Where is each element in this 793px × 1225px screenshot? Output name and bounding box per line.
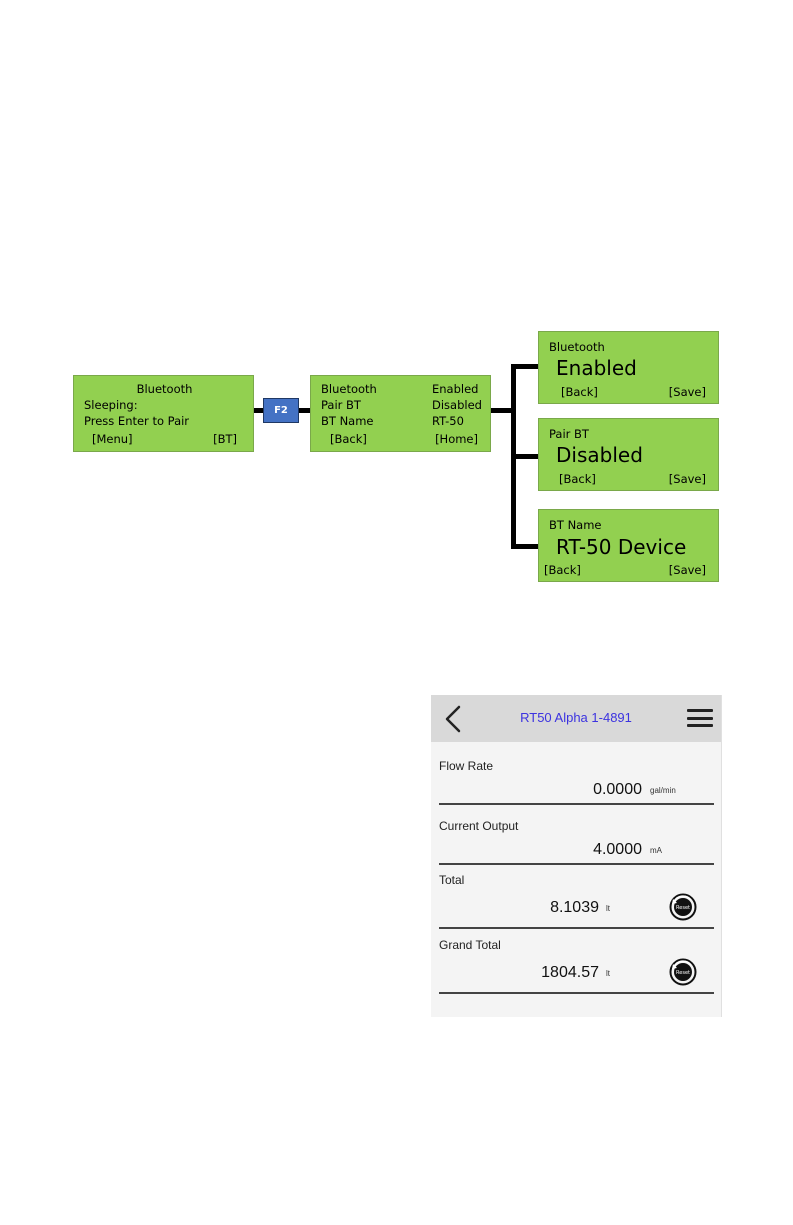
app-title: RT50 Alpha 1-4891 xyxy=(520,710,632,725)
lcd-setting-value: Disabled xyxy=(556,443,643,467)
menu-row-label: BT Name xyxy=(321,414,374,428)
hamburger-menu-icon[interactable] xyxy=(687,709,713,729)
field-underline xyxy=(439,927,714,929)
lcd-left-key: [Menu] xyxy=(92,432,133,446)
lcd-left-key: [Back] xyxy=(559,472,596,486)
field-flow-rate: Flow Rate 0.0000 gal/min xyxy=(439,757,714,807)
field-value: 4.0000 xyxy=(593,841,642,858)
lcd-right-key: [Save] xyxy=(668,563,706,577)
lcd-right-key: [Save] xyxy=(668,472,706,486)
lcd-screen-bt-name-setting: BT Name RT-50 Device [Back] [Save] xyxy=(538,509,719,582)
connector-line xyxy=(511,454,538,459)
field-unit: lt xyxy=(606,904,610,913)
lcd-setting-label: Pair BT xyxy=(549,427,589,441)
reset-total-icon[interactable]: Reset xyxy=(669,893,697,921)
field-value: 8.1039 xyxy=(550,899,599,916)
connector-line xyxy=(511,364,538,369)
lcd-setting-label: BT Name xyxy=(549,518,602,532)
field-total: Total 8.1039 lt Reset xyxy=(439,871,714,931)
reset-grand-total-icon[interactable]: Reset xyxy=(669,958,697,986)
menu-row-value: Disabled xyxy=(432,398,482,412)
lcd-screen-bluetooth-sleeping: Bluetooth Sleeping: Press Enter to Pair … xyxy=(73,375,254,452)
lcd-screen-bluetooth-setting: Bluetooth Enabled [Back] [Save] xyxy=(538,331,719,404)
menu-row-value: Enabled xyxy=(432,382,479,396)
lcd-screen-pair-bt-setting: Pair BT Disabled [Back] [Save] xyxy=(538,418,719,491)
lcd-screen-bluetooth-menu: Bluetooth Enabled Pair BT Disabled BT Na… xyxy=(310,375,491,452)
field-label: Current Output xyxy=(439,819,519,833)
lcd-left-key: [Back] xyxy=(544,563,581,577)
field-label: Flow Rate xyxy=(439,759,494,773)
field-label: Grand Total xyxy=(439,938,501,952)
lcd-right-key: [Save] xyxy=(668,385,706,399)
field-unit: gal/min xyxy=(650,786,676,795)
menu-row-label: Pair BT xyxy=(321,398,361,412)
field-underline xyxy=(439,992,714,994)
field-underline xyxy=(439,863,714,865)
field-current-output: Current Output 4.0000 mA xyxy=(439,817,714,867)
field-unit: lt xyxy=(606,969,610,978)
field-underline xyxy=(439,803,714,805)
lcd-right-key: [Home] xyxy=(435,432,478,446)
connector-line xyxy=(511,544,538,549)
lcd-left-key: [Back] xyxy=(561,385,598,399)
lcd-left-key: [Back] xyxy=(330,432,367,446)
lcd-line-2: Press Enter to Pair xyxy=(84,414,190,428)
connector-line xyxy=(491,408,516,413)
lcd-line-1: Sleeping: xyxy=(84,398,138,412)
lcd-setting-label: Bluetooth xyxy=(549,340,605,354)
lcd-setting-value: RT-50 Device xyxy=(556,535,687,559)
menu-row-value: RT-50 xyxy=(432,414,464,428)
lcd-right-key: [BT] xyxy=(213,432,237,446)
field-grand-total: Grand Total 1804.57 lt Reset xyxy=(439,936,714,996)
field-unit: mA xyxy=(650,846,662,855)
field-value: 0.0000 xyxy=(593,781,642,798)
field-label: Total xyxy=(439,873,465,887)
reset-label: Reset xyxy=(676,905,690,911)
lcd-setting-value: Enabled xyxy=(556,356,637,380)
field-value: 1804.57 xyxy=(541,964,599,981)
back-arrow-icon[interactable] xyxy=(441,704,467,734)
f2-key-button: F2 xyxy=(263,398,299,423)
menu-row-label: Bluetooth xyxy=(321,382,377,396)
app-bar: RT50 Alpha 1-4891 xyxy=(431,695,721,742)
lcd-title: Bluetooth xyxy=(136,382,193,396)
reset-label: Reset xyxy=(676,970,690,976)
phone-app-screen: RT50 Alpha 1-4891 Flow Rate 0.0000 gal/m… xyxy=(431,695,722,1017)
